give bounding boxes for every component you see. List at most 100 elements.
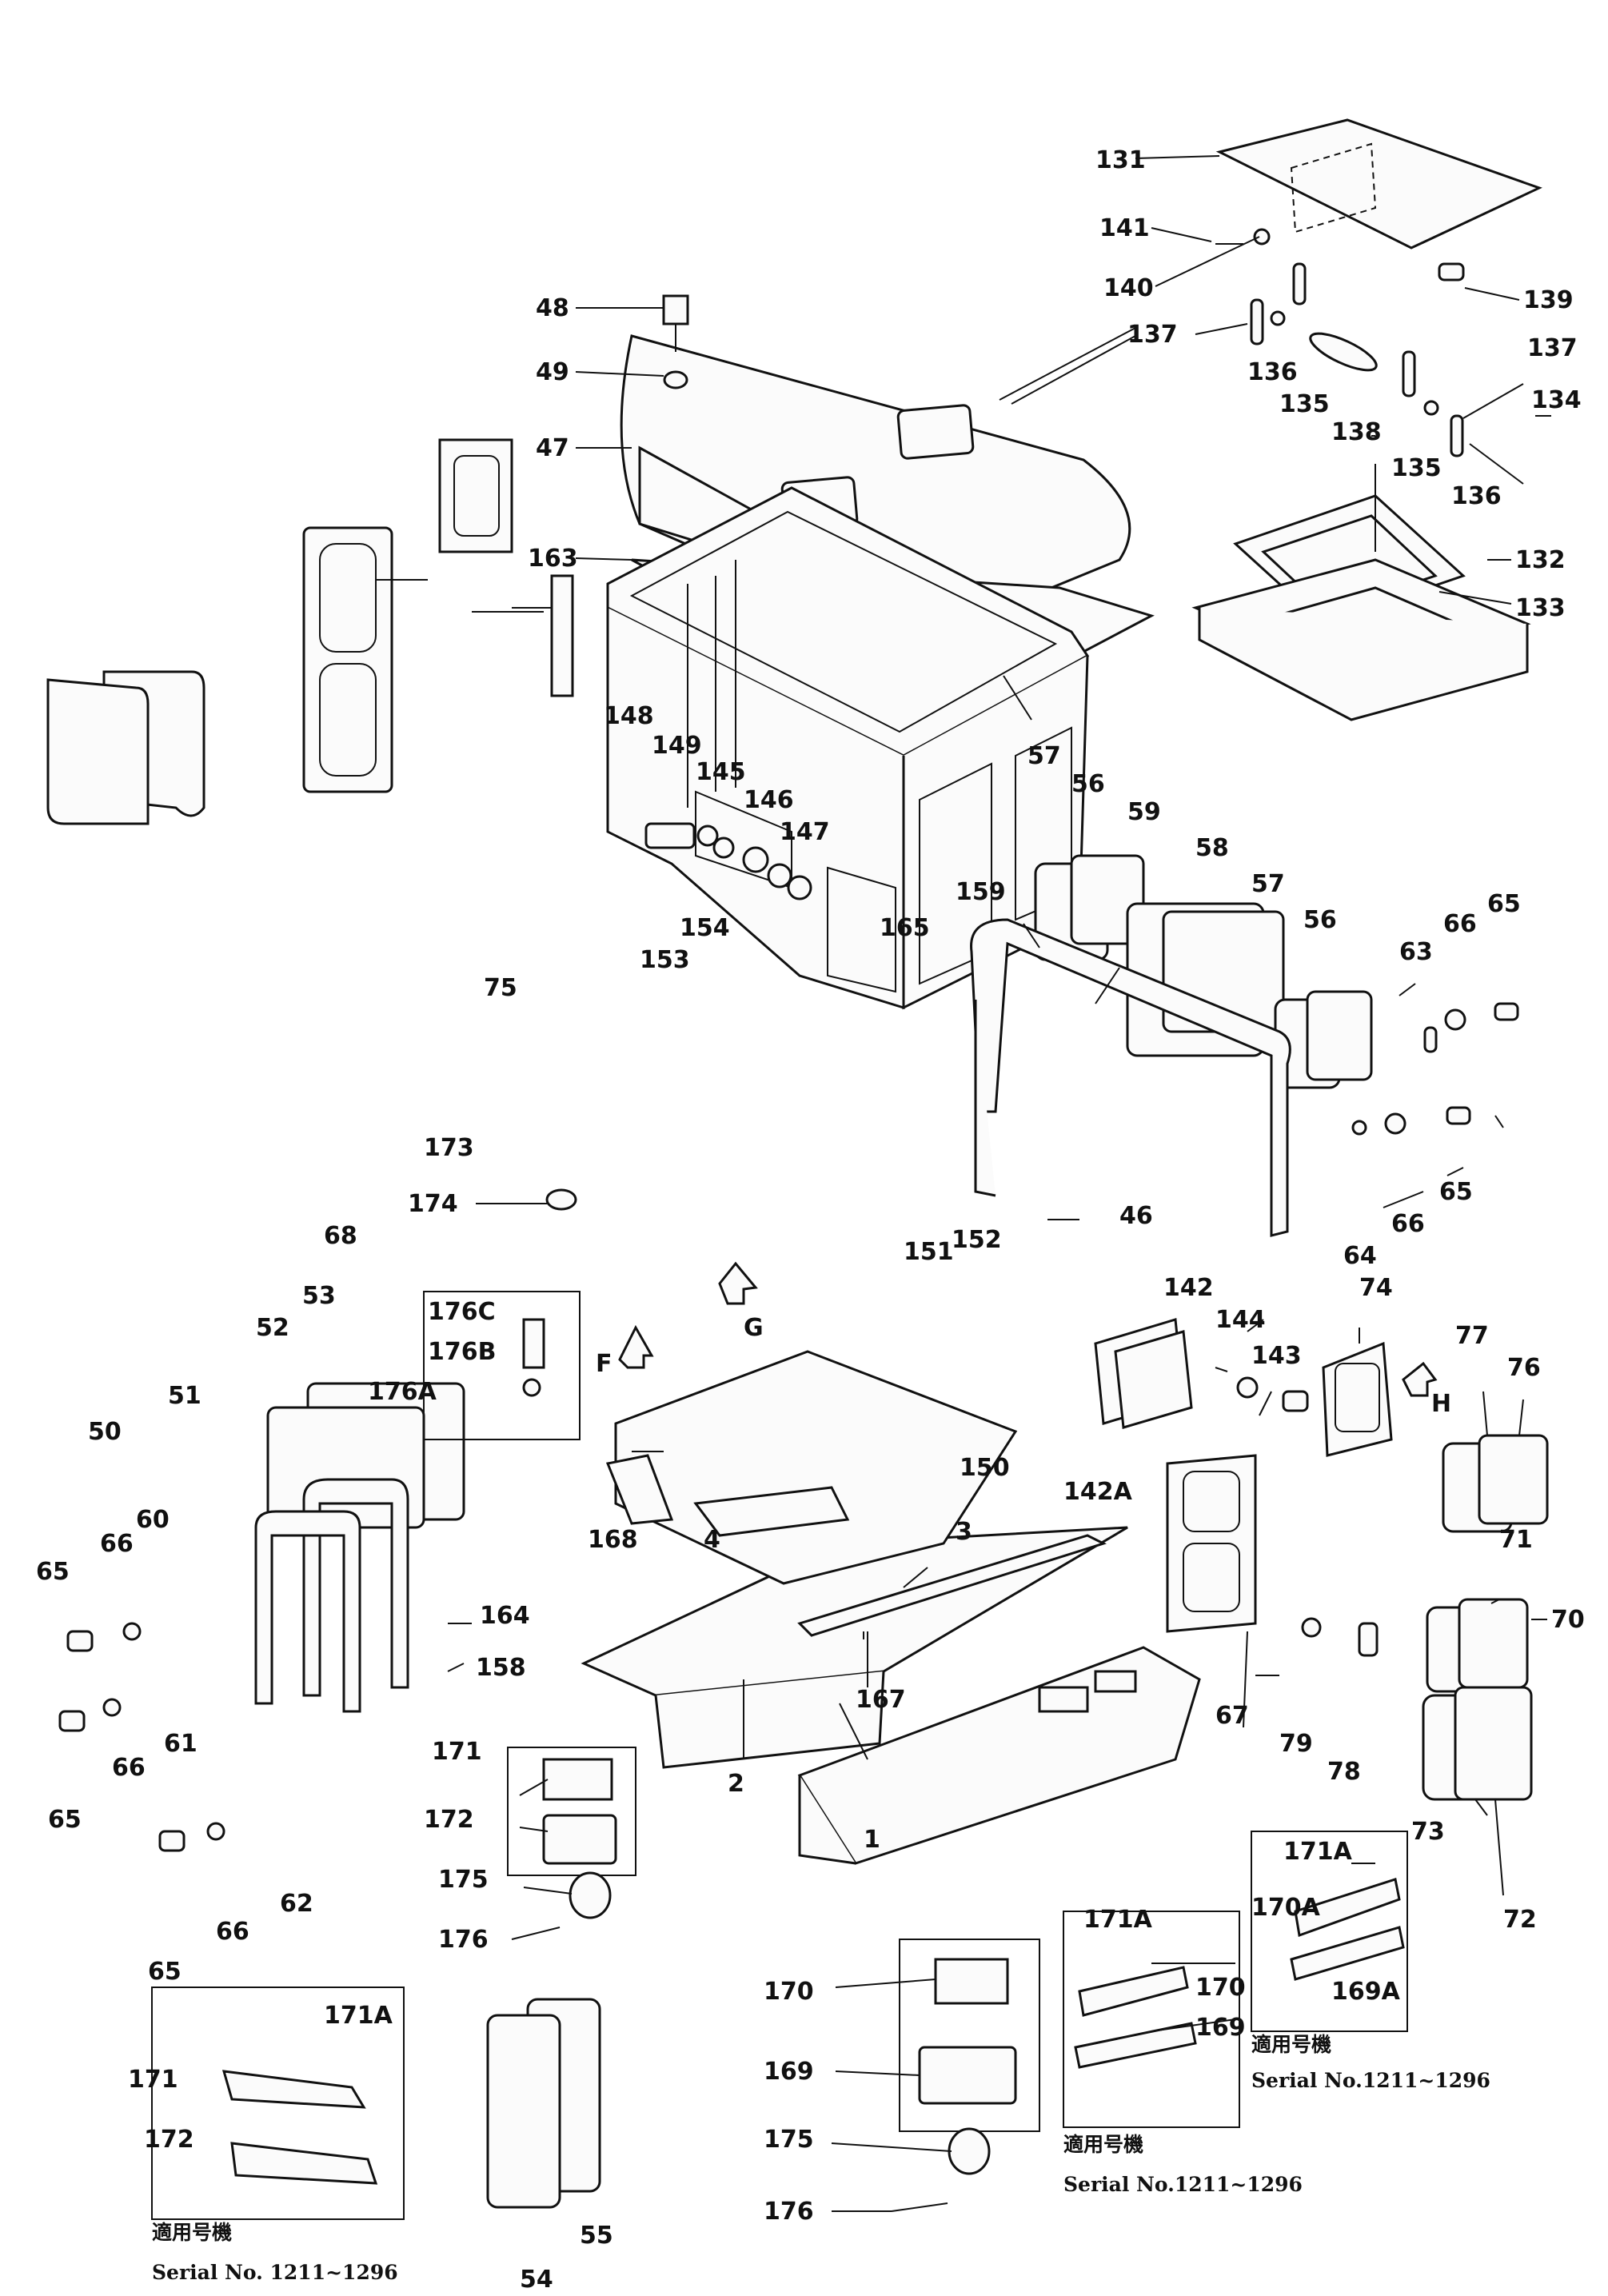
serial-box-1-plate bbox=[221, 2070, 366, 2109]
window-72-73 bbox=[1422, 1686, 1533, 1801]
mount-bush-175-left bbox=[569, 1871, 612, 1919]
label-168: 168 bbox=[588, 1526, 638, 1554]
label-50: 50 bbox=[88, 1418, 122, 1446]
label-46: 46 bbox=[1119, 1202, 1153, 1230]
label-62: 62 bbox=[280, 1890, 313, 1918]
label-174: 174 bbox=[408, 1190, 458, 1218]
label-60: 60 bbox=[136, 1506, 170, 1534]
label-134: 134 bbox=[1531, 386, 1582, 414]
serial-box-3 bbox=[1251, 1831, 1408, 2032]
label-142: 142 bbox=[1163, 1274, 1214, 1302]
label-73: 73 bbox=[1411, 1818, 1445, 1846]
window-68 bbox=[302, 526, 393, 793]
label-77: 77 bbox=[1455, 1322, 1489, 1350]
label-61: 61 bbox=[164, 1730, 198, 1758]
label-68: 68 bbox=[324, 1222, 357, 1250]
label-71: 71 bbox=[1499, 1526, 1533, 1554]
label-136a: 136 bbox=[1247, 358, 1298, 386]
serial-box-3-plate bbox=[1294, 1878, 1401, 1938]
label-57b: 57 bbox=[1251, 870, 1285, 898]
label-144: 144 bbox=[1215, 1306, 1266, 1334]
panel-142 bbox=[1094, 1318, 1193, 1429]
direction-arrow-h bbox=[1402, 1361, 1438, 1397]
label-164: 164 bbox=[480, 1602, 530, 1630]
label-76: 76 bbox=[1507, 1354, 1541, 1382]
label-66b: 66 bbox=[1391, 1210, 1425, 1238]
note-serial-2: Serial No.1211~1296 bbox=[1063, 2173, 1303, 2196]
mount-box-171 bbox=[507, 1747, 636, 1876]
label-G: G bbox=[744, 1314, 764, 1342]
mount-rubber-172 bbox=[542, 1814, 617, 1865]
label-170A: 170A bbox=[1251, 1894, 1321, 1922]
label-137b: 137 bbox=[1527, 334, 1578, 362]
mount-bush-175-right bbox=[948, 2127, 991, 2175]
label-52: 52 bbox=[256, 1314, 289, 1342]
label-67: 67 bbox=[1215, 1702, 1249, 1730]
label-158: 158 bbox=[476, 1654, 526, 1682]
serial-box-2 bbox=[1063, 1911, 1240, 2128]
window-74 bbox=[1322, 1341, 1393, 1457]
label-172b: 172 bbox=[144, 2126, 194, 2154]
label-176B: 176B bbox=[428, 1338, 497, 1366]
label-173: 173 bbox=[424, 1134, 474, 1162]
label-F: F bbox=[596, 1350, 612, 1378]
note-applicable-2: 適用号機 bbox=[1063, 2133, 1143, 2156]
label-147: 147 bbox=[780, 818, 830, 846]
direction-arrow-f bbox=[618, 1324, 654, 1369]
window-75 bbox=[438, 438, 513, 553]
serial-box-2-plate bbox=[1078, 1966, 1189, 2017]
base-plate bbox=[797, 1646, 1201, 1865]
label-65b: 65 bbox=[1439, 1178, 1473, 1206]
mount-rubber-169 bbox=[918, 2046, 1017, 2105]
label-1: 1 bbox=[864, 1826, 880, 1854]
label-66c: 66 bbox=[100, 1530, 134, 1558]
label-142A: 142A bbox=[1063, 1478, 1133, 1506]
label-150: 150 bbox=[960, 1454, 1010, 1482]
label-171a: 171 bbox=[432, 1738, 482, 1766]
window-76-77 bbox=[1442, 1434, 1549, 1533]
label-175b: 175 bbox=[764, 2126, 814, 2154]
note-serial-3: Serial No.1211~1296 bbox=[1251, 2069, 1490, 2092]
label-56b: 56 bbox=[1303, 906, 1337, 934]
label-153: 153 bbox=[640, 946, 690, 974]
label-47: 47 bbox=[536, 434, 569, 462]
label-141: 141 bbox=[1099, 214, 1150, 242]
label-167: 167 bbox=[856, 1686, 906, 1714]
label-176A: 176A bbox=[368, 1378, 437, 1406]
label-171Aa: 171A bbox=[324, 2002, 393, 2030]
label-133: 133 bbox=[1515, 594, 1566, 622]
label-135a: 135 bbox=[1279, 390, 1330, 418]
label-74: 74 bbox=[1359, 1274, 1393, 1302]
mount-plate-171 bbox=[542, 1758, 613, 1801]
label-132: 132 bbox=[1515, 546, 1566, 574]
label-75: 75 bbox=[484, 974, 517, 1002]
label-169a: 169 bbox=[764, 2058, 814, 2086]
label-51: 51 bbox=[168, 1382, 201, 1410]
plug-139 bbox=[1438, 262, 1465, 282]
label-159: 159 bbox=[956, 878, 1006, 906]
serial-box-2-strip bbox=[1074, 2022, 1197, 2069]
part-labels: 131 141 140 139 137 137 136 135 134 138 … bbox=[36, 146, 1585, 2294]
floor-plate-4 bbox=[693, 1486, 850, 1537]
label-131: 131 bbox=[1095, 146, 1146, 174]
label-56a: 56 bbox=[1071, 770, 1105, 798]
label-138: 138 bbox=[1331, 418, 1382, 446]
label-143: 143 bbox=[1251, 1342, 1302, 1370]
label-63: 63 bbox=[1399, 938, 1433, 966]
label-176C: 176C bbox=[428, 1298, 496, 1326]
serial-box-1-strip bbox=[230, 2142, 378, 2185]
label-49: 49 bbox=[536, 358, 569, 386]
label-171b: 171 bbox=[128, 2066, 178, 2094]
label-151: 151 bbox=[904, 1238, 954, 1266]
grab-rails bbox=[254, 1478, 409, 1713]
label-169A: 169A bbox=[1331, 1978, 1401, 2006]
label-137a: 137 bbox=[1127, 321, 1178, 349]
label-70: 70 bbox=[1551, 1606, 1585, 1634]
rail-168 bbox=[605, 1454, 674, 1525]
label-176b: 176 bbox=[764, 2198, 814, 2226]
label-4: 4 bbox=[704, 1526, 720, 1554]
label-78: 78 bbox=[1327, 1758, 1361, 1786]
label-58: 58 bbox=[1195, 834, 1229, 862]
label-57a: 57 bbox=[1027, 742, 1061, 770]
